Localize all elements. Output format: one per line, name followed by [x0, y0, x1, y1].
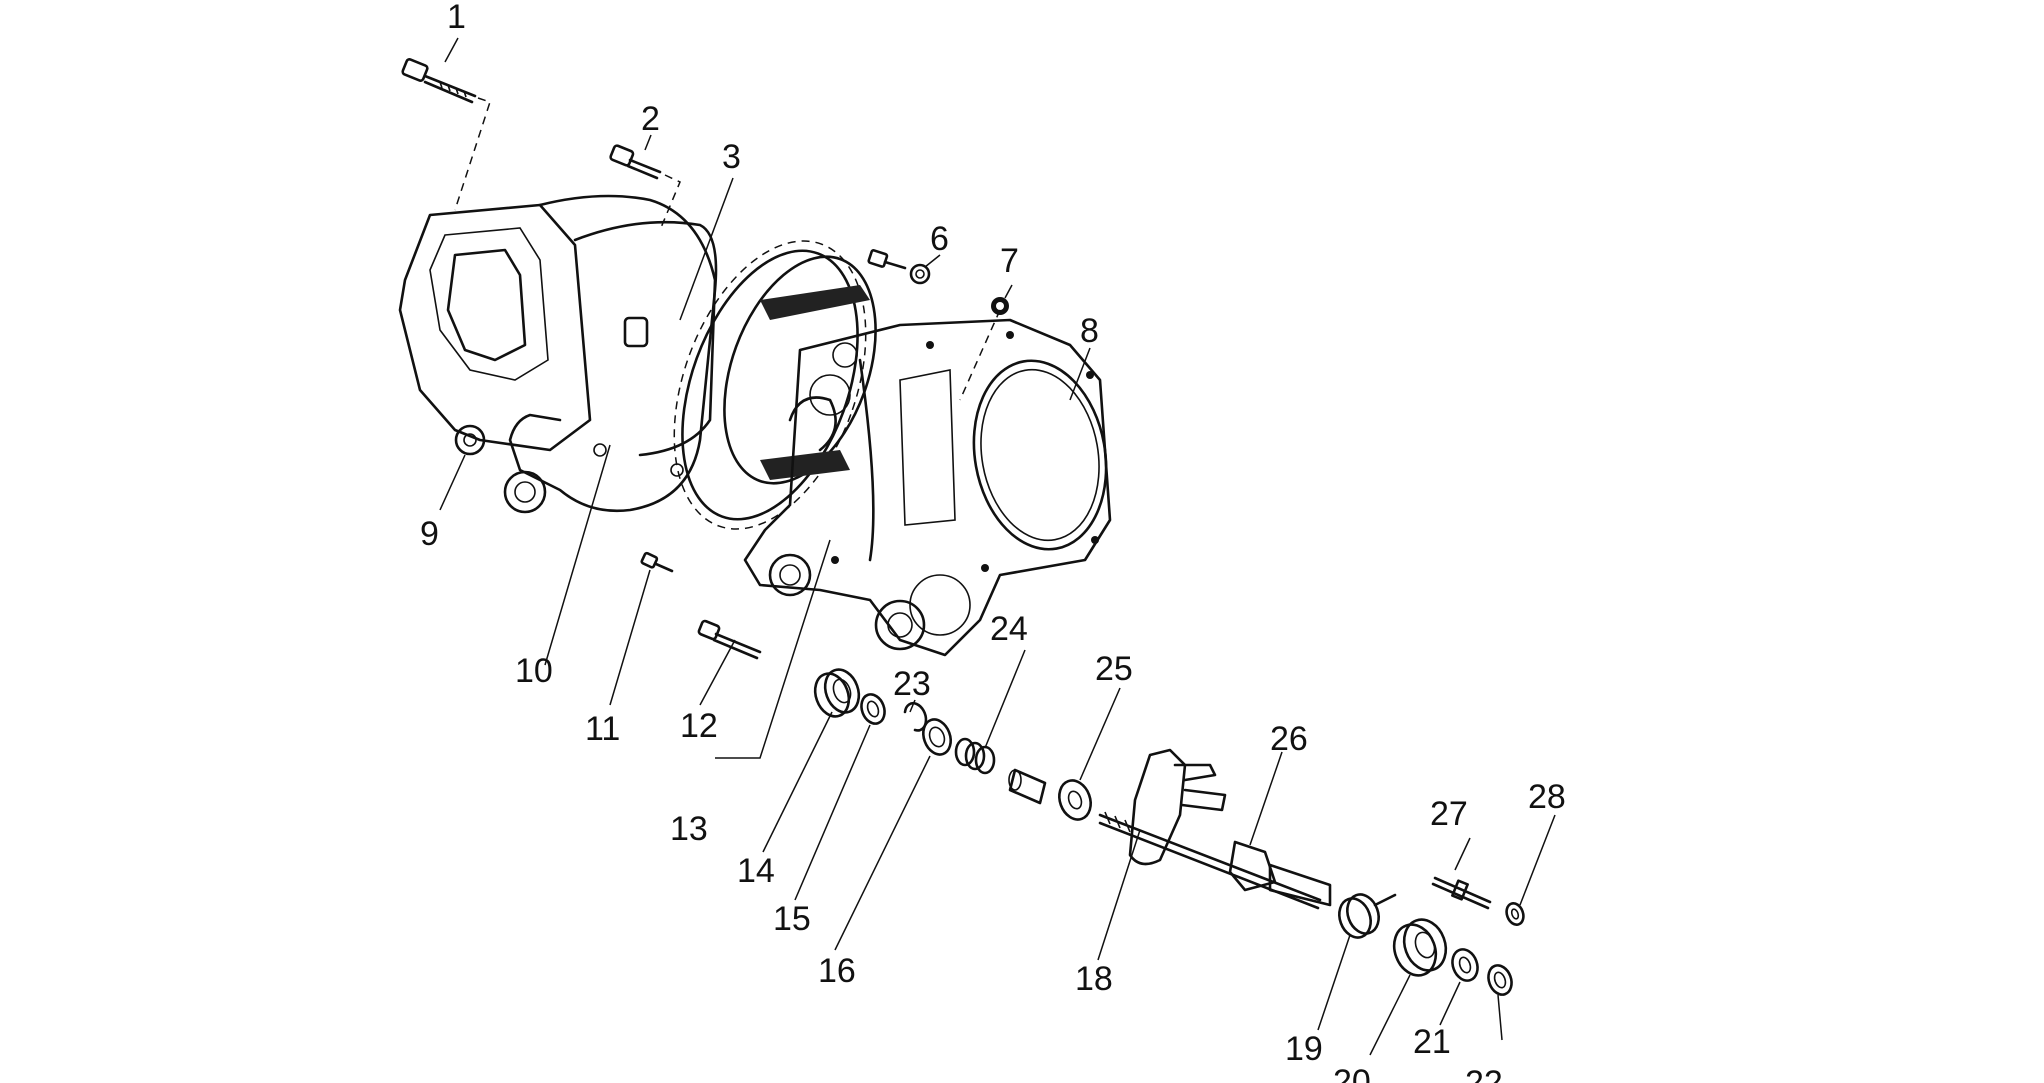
- part-16-washer: [922, 718, 952, 756]
- callout-1: 1: [447, 0, 466, 36]
- callout-18: 18: [1075, 960, 1113, 998]
- callout-6: 6: [930, 220, 949, 258]
- part-3-flywheel: [673, 240, 877, 530]
- part-28-washer: [1505, 902, 1525, 926]
- callout-2: 2: [641, 100, 660, 138]
- part-20-collar: [1392, 918, 1448, 977]
- callout-8: 8: [1080, 312, 1099, 350]
- callout-21: 21: [1413, 1023, 1451, 1061]
- callout-7: 7: [1000, 242, 1019, 280]
- callout-13: 13: [670, 810, 708, 848]
- part-6-bolt-washer: [867, 249, 931, 285]
- callout-16: 16: [818, 952, 856, 990]
- bushing: [1008, 768, 1047, 805]
- part-12-screw: [697, 619, 762, 660]
- callout-20: 20: [1333, 1063, 1371, 1083]
- leader-lines: [439, 37, 1556, 1056]
- callout-9: 9: [420, 515, 439, 553]
- callout-25: 25: [1095, 650, 1133, 688]
- part-14-bearing: [813, 668, 861, 718]
- part-10-gasket: [503, 220, 718, 514]
- callout-12: 12: [680, 707, 718, 745]
- callout-22: 22: [1465, 1064, 1503, 1083]
- callout-11: 11: [585, 710, 620, 748]
- part-25-washer: [1058, 779, 1092, 821]
- part-11-screw: [640, 551, 674, 573]
- callout-19: 19: [1285, 1030, 1323, 1068]
- callout-26: 26: [1270, 720, 1308, 758]
- callout-14: 14: [737, 852, 775, 890]
- part-18-fork: [1128, 748, 1227, 866]
- part-23-circlip: [903, 702, 928, 732]
- callouts: 1 2 3 6 7 8 9 10 11 12 13 14 15 16 18 19…: [420, 0, 1566, 1083]
- part-22-washer: [1487, 964, 1513, 996]
- part-26-shaft: [1098, 811, 1332, 910]
- part-8-housing: [743, 318, 1112, 657]
- part-24-spring: [954, 737, 996, 775]
- callout-10: 10: [515, 652, 553, 690]
- callout-3: 3: [722, 138, 741, 176]
- part-2-bolt: [609, 144, 662, 180]
- part-7-nut: [991, 297, 1009, 315]
- part-27-stud: [1431, 876, 1492, 910]
- part-15-washer: [860, 693, 886, 725]
- callout-28: 28: [1528, 778, 1566, 816]
- part-1-bolt: [401, 58, 477, 104]
- callout-27: 27: [1430, 795, 1468, 833]
- callout-23: 23: [893, 665, 931, 703]
- callout-24: 24: [990, 610, 1028, 648]
- part-21-washer: [1451, 948, 1479, 982]
- callout-15: 15: [773, 900, 811, 938]
- part-9-outer-cover: [398, 194, 717, 457]
- part-19-spring: [1338, 893, 1397, 939]
